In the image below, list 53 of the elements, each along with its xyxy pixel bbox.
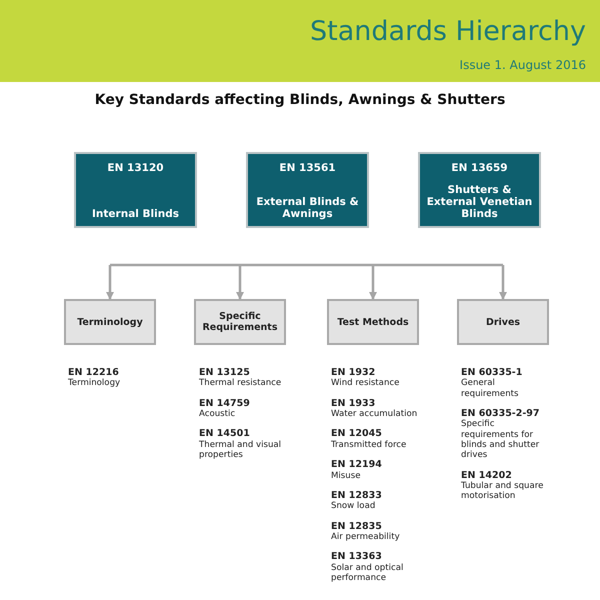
standard-description: Air permeability xyxy=(331,532,401,542)
standard-description: General requirements xyxy=(461,378,520,400)
standard-code: EN 12835 xyxy=(331,520,383,532)
standard-code: EN 12216 xyxy=(68,367,120,378)
node-text: EN 13561 xyxy=(279,162,336,174)
standard-description: Wind resistance xyxy=(331,378,400,389)
standard-code: EN 1933 xyxy=(331,398,376,410)
standard-description: Snow load xyxy=(331,501,376,512)
category-box xyxy=(457,299,549,345)
node-text: External Blinds & Awnings xyxy=(255,196,360,220)
standard-description: Transmitted force xyxy=(331,440,408,450)
issue-date: Issue 1. August 2016 xyxy=(460,58,586,72)
standard-description: Thermal and visual properties xyxy=(199,440,282,460)
standard-code: EN 14759 xyxy=(199,398,251,410)
node-text: EN 13120 xyxy=(107,162,164,174)
standard-code: EN 14501 xyxy=(199,428,251,440)
standard-description: Water accumulation xyxy=(331,409,418,420)
standard-code: EN 14202 xyxy=(461,470,513,482)
category-box xyxy=(327,299,419,345)
node-text: Terminology xyxy=(77,316,143,328)
arrow xyxy=(106,265,114,300)
standard-description: Terminology xyxy=(68,378,122,389)
standard-code: EN 60335-2-97 xyxy=(461,408,541,420)
node-text: Internal Blinds xyxy=(92,208,179,220)
standard-box xyxy=(246,152,369,228)
category-box xyxy=(194,299,286,345)
standard-code: EN 12833 xyxy=(331,490,383,502)
standard-description: Misuse xyxy=(331,470,362,481)
node-text: EN 13659 xyxy=(451,162,508,174)
subtitle: Key Standards affecting Blinds, Awnings & Shutters xyxy=(94,92,506,108)
standard-code: EN 12045 xyxy=(331,428,383,440)
node-text: Drives xyxy=(486,316,520,328)
standard-description: Specific requirements for blinds and shutter drives xyxy=(461,419,540,461)
node-text: Test Methods xyxy=(337,316,409,328)
standard-code: EN 13363 xyxy=(331,551,383,563)
standard-code: EN 12194 xyxy=(331,459,383,470)
node-text: Specific Requirements xyxy=(201,311,278,333)
arrow xyxy=(499,265,507,300)
category-box xyxy=(64,299,156,345)
arrow xyxy=(236,265,244,300)
title: Standards Hierarchy xyxy=(310,16,586,47)
standard-description: Tubular and square motorisation xyxy=(461,481,544,502)
standard-code: EN 1932 xyxy=(331,367,376,378)
connector-line xyxy=(110,264,503,266)
standard-box xyxy=(418,152,541,228)
arrow xyxy=(369,265,377,300)
standard-description: Acoustic xyxy=(199,409,236,420)
standard-description: Thermal resistance xyxy=(199,378,282,389)
standard-code: EN 13125 xyxy=(199,367,251,378)
standard-box xyxy=(74,152,197,228)
standard-description: Solar and optical performance xyxy=(331,562,404,584)
node-text: Shutters & External Venetian Blinds xyxy=(426,184,534,220)
standard-code: EN 60335-1 xyxy=(461,367,524,378)
